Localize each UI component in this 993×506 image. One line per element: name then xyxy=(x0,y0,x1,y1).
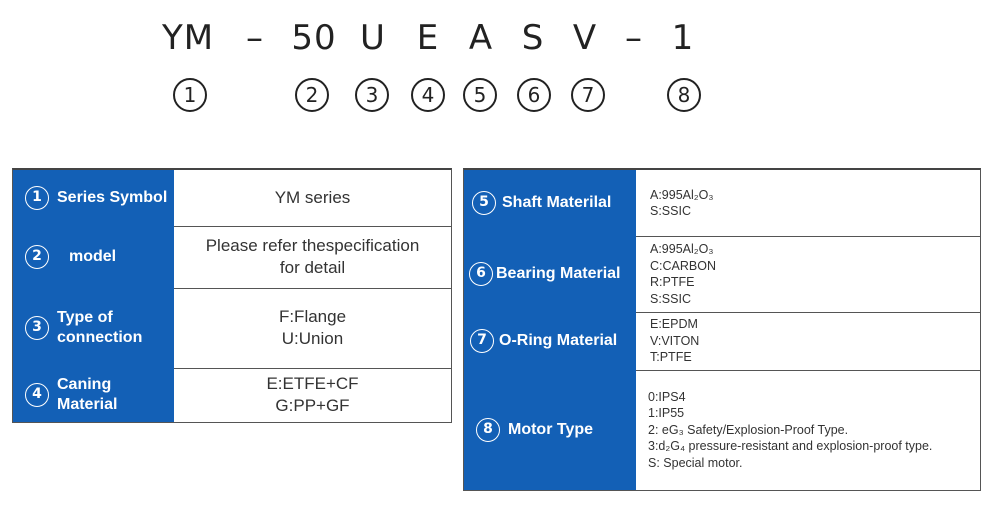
value-line: for detail xyxy=(279,258,346,277)
value-line: S:SSIC xyxy=(650,204,691,218)
code-shaft: A xyxy=(468,18,494,58)
marker-2: 2 xyxy=(295,78,329,112)
label-line: O-Ring Material xyxy=(499,332,618,349)
value-line: 1:IP55 xyxy=(648,406,685,421)
value-line: A:995Al₂O₃ xyxy=(650,187,714,202)
row-label: 5 Shaft Materilal xyxy=(464,170,636,236)
value-line: YM series xyxy=(274,188,351,207)
row-value: YM series xyxy=(174,170,451,226)
value-line: T:PTFE xyxy=(650,350,692,365)
row-number: 8 xyxy=(476,418,500,442)
row-value: Please refer thespecification for detail xyxy=(174,226,451,288)
label-line: Caning xyxy=(57,376,112,393)
marker-7: 7 xyxy=(571,78,605,112)
code-motor: 1 xyxy=(671,18,695,58)
value-line: Please refer thespecification xyxy=(205,236,420,255)
row-value: E:EPDM V:VITON T:PTFE xyxy=(636,312,980,370)
row-number: 7 xyxy=(470,329,494,353)
model-code: YM – 50 U E A S V – 1 xyxy=(0,18,993,68)
label-line: Bearing Material xyxy=(496,265,621,282)
value-line: C:CARBON xyxy=(650,258,716,273)
label-line: model xyxy=(69,248,117,265)
row-value: F:Flange U:Union xyxy=(174,288,451,368)
value-line: 2: eG₃ Safety/Explosion-Proof Type. xyxy=(648,422,849,437)
table-row: 1 Series Symbol YM series xyxy=(13,170,451,227)
table-row: 4 Caning Material E:ETFE+CF G:PP+GF xyxy=(13,368,451,422)
row-value: A:995Al₂O₃ S:SSIC xyxy=(636,170,980,236)
code-dash: – xyxy=(246,18,264,58)
row-label: 7 O-Ring Material xyxy=(464,312,636,370)
table-row: 5 Shaft Materilal A:995Al₂O₃ S:SSIC xyxy=(464,170,980,237)
left-spec-table: 1 Series Symbol YM series 2 model Please… xyxy=(12,168,452,423)
table-row: 2 model Please refer thespecification fo… xyxy=(13,226,451,289)
row-label: 8 Motor Type xyxy=(464,370,636,490)
row-value: E:ETFE+CF G:PP+GF xyxy=(174,368,451,422)
label-line: Shaft Materilal xyxy=(502,194,612,211)
table-row: 7 O-Ring Material E:EPDM V:VITON T:PTFE xyxy=(464,312,980,371)
row-value: A:995Al₂O₃ C:CARBON R:PTFE S:SSIC xyxy=(636,236,980,312)
marker-8: 8 xyxy=(667,78,701,112)
table-row: 8 Motor Type 0:IPS4 1:IP55 2: eG₃ Safety… xyxy=(464,370,980,490)
table-row: 6 Bearing Material A:995Al₂O₃ C:CARBON R… xyxy=(464,236,980,313)
value-line: V:VITON xyxy=(650,333,700,348)
row-value: 0:IPS4 1:IP55 2: eG₃ Safety/Explosion-Pr… xyxy=(636,370,980,490)
marker-5: 5 xyxy=(463,78,497,112)
marker-4: 4 xyxy=(411,78,445,112)
code-connection: U xyxy=(360,18,386,58)
row-label: 3 Type of connection xyxy=(13,288,174,368)
label-line: Motor Type xyxy=(508,421,594,438)
value-line: 3:d₂G₄ pressure-resistant and explosion-… xyxy=(648,439,933,454)
label-line: Series Symbol xyxy=(57,189,168,206)
value-line: S: Special motor. xyxy=(648,455,743,470)
label-line: connection xyxy=(57,329,143,346)
value-line: S:SSIC xyxy=(650,291,691,306)
row-label: 6 Bearing Material xyxy=(464,236,636,312)
value-line: U:Union xyxy=(281,329,344,348)
code-series: YM xyxy=(161,18,215,58)
row-number: 3 xyxy=(25,316,49,340)
code-model: 50 xyxy=(291,18,337,58)
row-number: 1 xyxy=(25,186,49,210)
row-number: 2 xyxy=(25,245,49,269)
row-number: 5 xyxy=(472,191,496,215)
value-line: E:ETFE+CF xyxy=(266,374,359,393)
row-number: 4 xyxy=(25,383,49,407)
value-line: G:PP+GF xyxy=(275,396,350,415)
marker-1: 1 xyxy=(173,78,207,112)
position-markers: 1 2 3 4 5 6 7 8 xyxy=(0,78,993,118)
marker-6: 6 xyxy=(517,78,551,112)
right-spec-table: 5 Shaft Materilal A:995Al₂O₃ S:SSIC 6 Be… xyxy=(463,168,981,491)
label-line: Type of xyxy=(57,309,113,326)
table-row: 3 Type of connection F:Flange U:Union xyxy=(13,288,451,369)
value-line: 0:IPS4 xyxy=(648,389,686,404)
row-label: 1 Series Symbol xyxy=(13,170,174,226)
value-line: A:995Al₂O₃ xyxy=(650,242,714,256)
code-dash: – xyxy=(625,18,643,58)
row-label: 2 model xyxy=(13,226,174,288)
value-line: F:Flange xyxy=(278,307,347,326)
code-bearing: S xyxy=(521,18,545,58)
code-casing: E xyxy=(416,18,440,58)
row-label: 4 Caning Material xyxy=(13,368,174,422)
value-line: R:PTFE xyxy=(650,275,695,289)
label-line: Material xyxy=(57,396,118,413)
row-number: 6 xyxy=(469,262,493,286)
code-oring: V xyxy=(572,18,598,58)
marker-3: 3 xyxy=(355,78,389,112)
value-line: E:EPDM xyxy=(650,317,698,332)
